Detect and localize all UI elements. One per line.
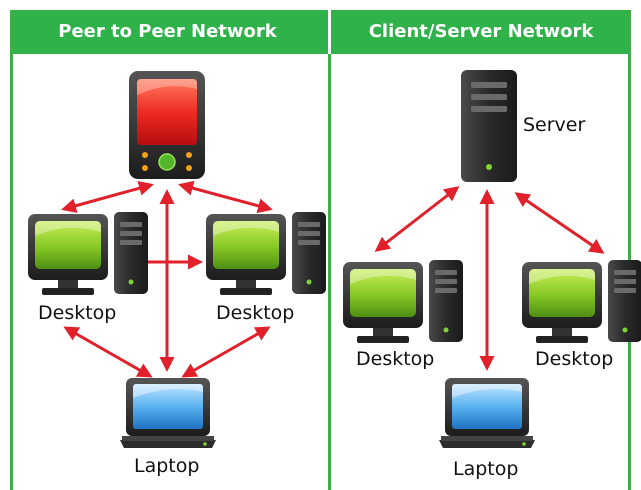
cs-laptop-label: Laptop [453, 458, 519, 480]
p2p-arrow-desktop-left-laptop [63, 326, 153, 378]
p2p-desktop-right-label: Desktop [216, 302, 295, 324]
laptop-icon-right [439, 378, 535, 448]
p2p-arrow-device-desktop-right [178, 180, 273, 214]
p2p-connections [61, 180, 273, 378]
p2p-desktop-left-label: Desktop [38, 302, 117, 324]
p2p-arrow-desktop-right-laptop [181, 326, 271, 378]
desktop-computer-icon-right [206, 212, 326, 295]
mobile-device-icon [128, 70, 206, 180]
border-lines [10, 10, 631, 490]
p2p-panel-title: Peer to Peer Network [58, 21, 277, 42]
cs-desktop-left-label: Desktop [356, 348, 435, 370]
header-bar [10, 10, 631, 54]
cs-connections [374, 186, 605, 371]
desktop-computer-icon-cs-left [343, 260, 463, 343]
client-server-panel-title: Client/Server Network [368, 21, 594, 42]
desktop-computer-icon-cs-right [522, 260, 641, 343]
server-icon [461, 70, 517, 182]
cs-desktop-right-label: Desktop [535, 348, 614, 370]
cs-arrow-server-desktop-right [514, 192, 605, 254]
cs-server-label: Server [523, 114, 586, 136]
p2p-laptop-label: Laptop [134, 455, 200, 477]
laptop-icon-left [120, 378, 216, 448]
cs-arrow-server-desktop-left [374, 186, 460, 252]
desktop-computer-icon-left [28, 212, 148, 295]
p2p-arrow-device-desktop-left [61, 180, 154, 214]
